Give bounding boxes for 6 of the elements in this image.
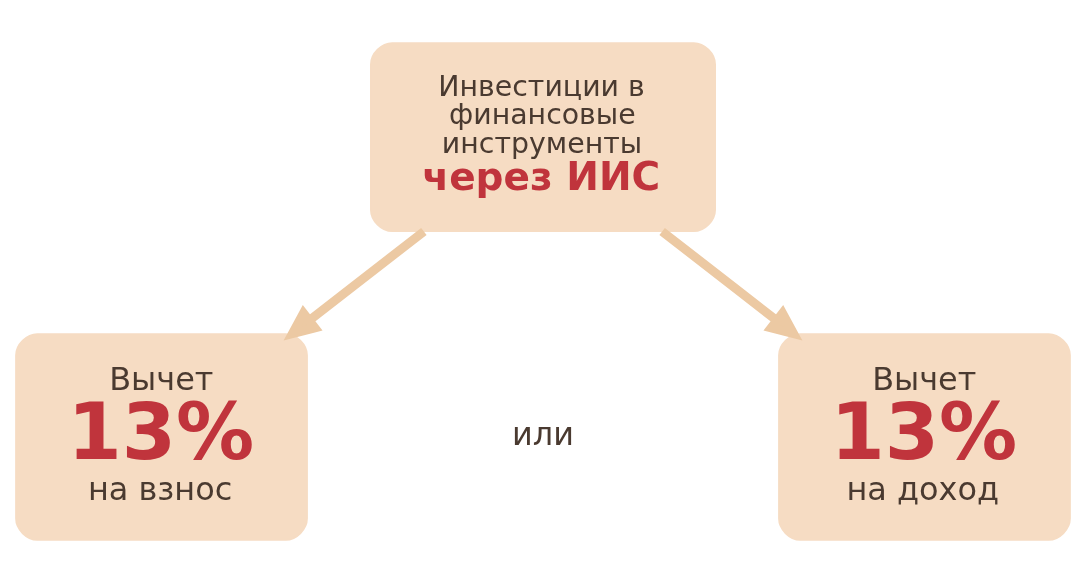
node-box: Вычет 13% на взнос [15, 332, 308, 541]
arrow [659, 227, 803, 340]
arrow [283, 227, 427, 340]
node-box: Вычет 13% на доход [778, 332, 1071, 541]
node-box: Инвестиции в финансовые инструменты через ИИС [370, 41, 716, 232]
label: или [512, 414, 574, 453]
